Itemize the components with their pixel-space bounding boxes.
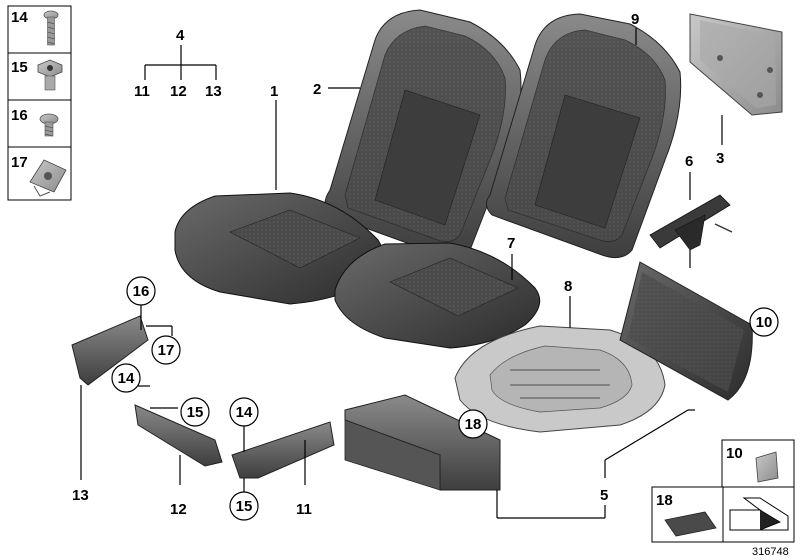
- foam-block: [344, 394, 501, 491]
- callout-9: 9: [631, 11, 639, 28]
- sidebar-cell-14: [7, 5, 72, 54]
- rear-panel: [689, 13, 783, 116]
- inset-part-10: 10: [721, 439, 795, 488]
- backrest-left: [324, 9, 522, 259]
- callout-14a: 14: [118, 370, 135, 387]
- sidebar-label-16: 16: [11, 107, 28, 124]
- sidebar-label-14: 14: [11, 9, 28, 26]
- group-bracket-4: 4 11 12 13: [134, 27, 222, 100]
- sidebar-label-15: 15: [11, 59, 28, 76]
- callout-13: 13: [72, 487, 89, 504]
- clip-nut-icon: [29, 159, 67, 197]
- inset-part-18: 18: [651, 486, 724, 543]
- callout-14a-circle: [111, 363, 141, 393]
- callout-11: 11: [296, 501, 312, 518]
- callout-12: 12: [170, 501, 187, 518]
- clip-icon: [755, 451, 779, 483]
- inset-label-10: 10: [726, 445, 743, 462]
- sidebar-cell-15: [7, 52, 72, 101]
- inset-pictogram: [722, 486, 795, 543]
- callout-17: 17: [158, 342, 175, 359]
- side-panel-12: [134, 404, 223, 467]
- arrow-symbol-icon: [729, 497, 789, 531]
- callout-17-circle: [151, 335, 181, 365]
- screw-short-icon: [39, 113, 59, 137]
- side-panel-11: [231, 421, 335, 479]
- callout-14b: 14: [236, 404, 253, 421]
- callout-10-circle: [749, 307, 779, 337]
- backrest-right: [486, 13, 682, 259]
- sidebar-parts-table: 14 15 16 17: [7, 5, 72, 201]
- bracket: [649, 194, 733, 268]
- seat-cushion-left: [174, 192, 383, 305]
- image-number: 316748: [752, 546, 789, 558]
- foam-pad-icon: [664, 511, 717, 537]
- sidebar-label-17: 17: [11, 154, 28, 171]
- screw-icon: [43, 10, 59, 46]
- callout-16: 16: [133, 283, 150, 300]
- callout-2: 2: [313, 81, 321, 98]
- callout-4: 4: [176, 27, 185, 44]
- callout-7: 7: [507, 235, 515, 252]
- callout-1: 1: [270, 83, 278, 100]
- seat-frame: [454, 325, 666, 433]
- inset-label-18: 18: [656, 492, 673, 509]
- callout-8: 8: [564, 278, 572, 295]
- callout-15a: 15: [187, 404, 204, 421]
- callout-15a-circle: [180, 397, 210, 427]
- callout-15b: 15: [236, 498, 253, 515]
- sidebar-cell-16: [7, 99, 72, 148]
- callout-4-sub-12: 12: [170, 83, 187, 100]
- callout-4-sub-13: 13: [205, 83, 222, 100]
- callout-3: 3: [716, 150, 724, 167]
- side-panel-13: [71, 315, 149, 386]
- callout-4-sub-11: 11: [134, 83, 150, 100]
- seat-cushion-right: [334, 242, 541, 349]
- callout-18: 18: [465, 416, 482, 433]
- callout-10: 10: [756, 314, 773, 331]
- nut-icon: [37, 59, 63, 91]
- callout-6: 6: [685, 153, 693, 170]
- callout-18-circle: [458, 409, 488, 439]
- leader-5: [496, 409, 695, 519]
- callout-5: 5: [600, 487, 608, 504]
